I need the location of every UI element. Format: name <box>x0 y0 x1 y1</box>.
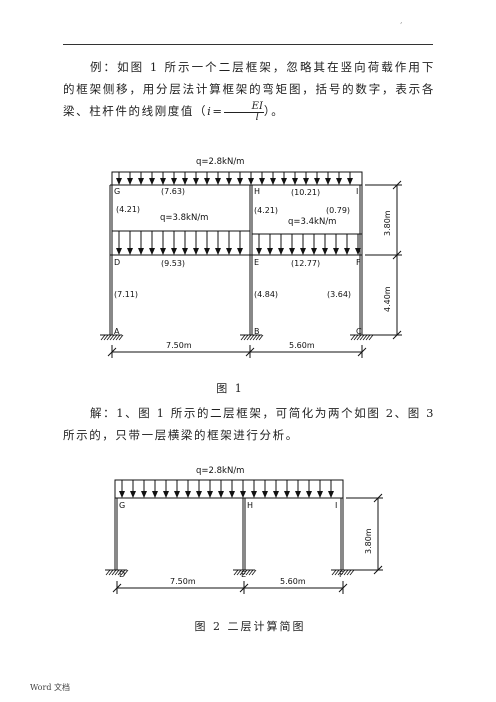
fig1-stiffness-fc: (3.64) <box>327 290 351 299</box>
fig2-height: 3.80m <box>364 528 373 554</box>
formula-lhs: i <box>207 104 213 118</box>
fig1-load-roof: q=2.8kN/m <box>196 157 244 167</box>
fig1-node-b: B <box>254 327 260 336</box>
fig2-load: q=2.8kN/m <box>196 466 244 476</box>
fig2-node-d: D <box>119 570 125 579</box>
formula-eq: = <box>212 104 224 118</box>
fig1-stiffness-ef: (12.77) <box>291 259 320 268</box>
example-text: 例：如图 1 所示一个二层框架，忽略其在竖向荷载作用下的框架侧移，用分层法计算框… <box>63 60 435 118</box>
fig1-load-left-beam: q=3.8kN/m <box>160 213 208 223</box>
fig2-node-h: H <box>247 501 253 510</box>
fig1-span-right: 5.60m <box>289 341 315 350</box>
fig1-stiffness-de: (9.53) <box>161 259 185 268</box>
fig1-node-h: H <box>254 187 260 196</box>
example-text-end: ）。 <box>263 104 285 118</box>
example-paragraph: 例：如图 1 所示一个二层框架，忽略其在竖向荷载作用下的框架侧移，用分层法计算框… <box>63 56 435 123</box>
fig2-node-g: G <box>119 501 125 510</box>
formula-denominator: l <box>255 111 259 123</box>
footer-label: Word 文档 <box>30 683 70 692</box>
fig2-node-e: E <box>241 570 246 579</box>
fig1-span-left: 7.50m <box>166 341 192 350</box>
fig1-node-e: E <box>254 258 259 267</box>
figure-1-caption: 图 1 <box>216 382 244 395</box>
solution-paragraph: 解：1、图 1 所示的二层框架，可简化为两个如图 2、图 3 所示的，只带一层横… <box>63 406 435 442</box>
fig1-stiffness-eb: (4.84) <box>254 290 278 299</box>
figure-2-caption: 图 2 二层计算简图 <box>194 620 306 633</box>
fig1-node-d: D <box>114 258 120 267</box>
header-mark: , <box>400 16 403 25</box>
fig1-node-a: A <box>114 327 120 336</box>
formula-numerator: EI <box>223 101 264 113</box>
figure-1-frame: q=2.8kN/m q=3.8kN/m q=3.4kN/m G H I D E … <box>100 157 402 358</box>
fig1-node-i: I <box>356 187 358 196</box>
fig1-stiffness-hi: (10.21) <box>291 188 320 197</box>
fig2-span-left: 7.50m <box>170 577 196 586</box>
fig2-node-i: I <box>335 501 337 510</box>
header-rule <box>63 44 433 45</box>
fig2-span-right: 5.60m <box>280 577 306 586</box>
fig1-node-g: G <box>114 187 120 196</box>
fig1-node-c: C <box>356 327 362 336</box>
fig1-stiffness-gh: (7.63) <box>161 187 185 196</box>
fig1-stiffness-if: (0.79) <box>326 206 350 215</box>
fig1-load-right-beam: q=3.4kN/m <box>288 217 336 227</box>
fig1-height-lower: 4.40m <box>383 286 392 312</box>
fig1-node-f: F <box>356 258 361 267</box>
fig1-height-upper: 3.80m <box>383 210 392 236</box>
fig2-node-f: F <box>339 570 344 579</box>
fig1-stiffness-da: (7.11) <box>114 290 138 299</box>
figure-2-frame: q=2.8kN/m G H I D E F 7.50m 5.60m 3.80m <box>105 466 383 594</box>
fig1-stiffness-gd: (4.21) <box>116 205 140 214</box>
fig1-stiffness-he: (4.21) <box>254 206 278 215</box>
